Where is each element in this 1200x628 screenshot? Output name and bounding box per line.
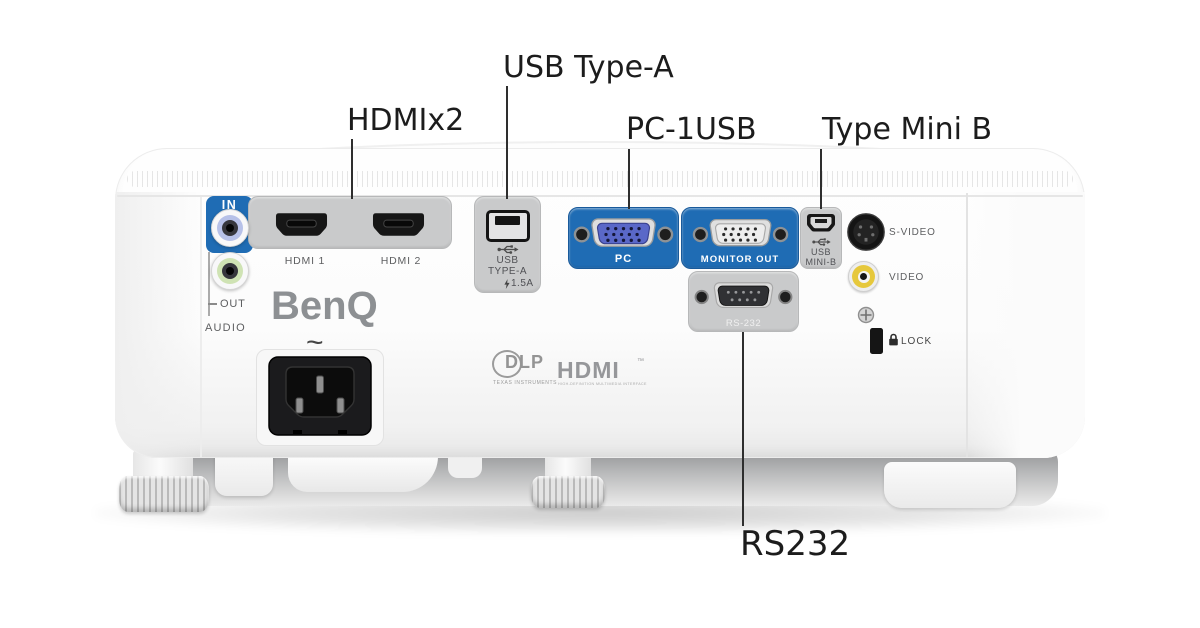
rs232-port [694, 282, 793, 309]
callout-rs232: RS232 [740, 524, 851, 564]
power-inlet [268, 356, 372, 436]
flash-icon [504, 279, 510, 289]
hdmi2-label: HDMI 2 [380, 255, 422, 267]
s-video-port [847, 213, 885, 251]
hdmi-logo-text: HDMI [557, 357, 620, 383]
screw-icon [857, 306, 875, 324]
audio-in-jack-hole [226, 224, 234, 232]
pc-label: PC [614, 253, 633, 265]
body-seam-left [200, 197, 202, 457]
pc-vga-port [573, 218, 674, 247]
benq-logo: BenQ [271, 284, 378, 328]
callout-line-pc-usb [628, 149, 630, 209]
kensington-lock-slot [870, 328, 883, 354]
hdmi-logo-tm: ™ [637, 358, 644, 365]
audio-out-tick [208, 303, 217, 305]
body-right-shading [969, 192, 1085, 458]
callout-line-type-mini-b [820, 149, 822, 209]
lock-icon [889, 333, 898, 346]
body-left-shading [115, 192, 201, 458]
audio-bracket-line [208, 252, 210, 316]
hdmi-logo: HDMI ™ HIGH-DEFINITION MULTIMEDIA INTERF… [557, 357, 657, 389]
video-port-inner [857, 270, 870, 283]
callout-type-mini-b: Type Mini B [822, 112, 993, 147]
usb-trident-icon [812, 238, 831, 246]
callout-usb-type-a: USB Type-A [503, 50, 674, 85]
underside-housing [288, 452, 438, 492]
right-foot [884, 462, 1016, 508]
audio-in-jack-barrel [222, 220, 238, 236]
monitor-out-vga-port [692, 218, 789, 247]
usb-mini-b-port [807, 214, 835, 232]
usb-type-a-panel: USB TYPE-A 1.5A [474, 196, 541, 293]
dlp-logo: DLP TEXAS INSTRUMENTS [492, 349, 562, 387]
rs232-port-label: RS-232 [725, 318, 762, 329]
audio-out-jack-barrel [222, 263, 238, 279]
rs232-panel: RS-232 [688, 271, 799, 332]
callout-line-rs232 [742, 332, 744, 526]
monitor-out-label: MONITOR OUT [700, 254, 780, 265]
dlp-logo-circle [492, 350, 522, 378]
hdmi1-port [275, 213, 328, 236]
audio-in-label: IN [221, 198, 238, 212]
dlp-logo-text: DLP [505, 352, 544, 372]
body-seam-horizontal [117, 195, 1083, 197]
center-adjustable-foot [531, 476, 605, 508]
audio-in-jack [211, 209, 249, 247]
usb-mini-b-label-2: MINI-B [805, 257, 837, 267]
usb-trident-icon [497, 245, 519, 254]
left-adjustable-foot [119, 476, 209, 512]
audio-out-label: OUT [220, 298, 246, 310]
hdmi2-port [372, 213, 425, 236]
audio-out-jack-hole [226, 267, 234, 275]
s-video-label: S-VIDEO [889, 227, 936, 238]
usb-mini-b-label-1: USB [810, 247, 831, 257]
hdmi-panel [248, 196, 452, 249]
vent-ribs [127, 171, 1073, 187]
video-port-ring [852, 265, 875, 288]
callout-pc-usb: PC-1USB [626, 112, 757, 147]
monitor-out-panel: MONITOR OUT [681, 207, 799, 269]
hdmi1-label: HDMI 1 [284, 255, 326, 267]
callout-hdmi: HDMIx2 [347, 103, 465, 138]
hdmi-logo-tagline: HIGH-DEFINITION MULTIMEDIA INTERFACE [558, 382, 647, 386]
audio-in-jack-ring [217, 215, 243, 241]
usb-type-a-label-1: USB [496, 255, 519, 266]
pc-panel: PC [568, 207, 679, 269]
usb-type-a-label-2: TYPE-A [487, 266, 528, 277]
audio-out-jack [211, 252, 249, 290]
callout-line-hdmi [351, 139, 353, 199]
usb-type-a-port [486, 210, 530, 242]
callout-line-usb-type-a [506, 86, 508, 199]
lock-label: LOCK [901, 336, 933, 347]
body-seam-right [966, 193, 968, 457]
video-port-hole [860, 273, 867, 280]
video-port [848, 261, 879, 292]
usb-mini-b-panel: USB MINI-B [800, 207, 842, 269]
ac-power-symbol: ~ [306, 326, 324, 359]
audio-label: AUDIO [205, 322, 246, 334]
usb-type-a-amp-label: 1.5A [475, 278, 540, 291]
usb-type-a-tongue [495, 216, 520, 225]
video-label: VIDEO [889, 272, 925, 283]
dlp-logo-subtext: TEXAS INSTRUMENTS [493, 380, 558, 386]
audio-out-jack-ring [217, 258, 243, 284]
